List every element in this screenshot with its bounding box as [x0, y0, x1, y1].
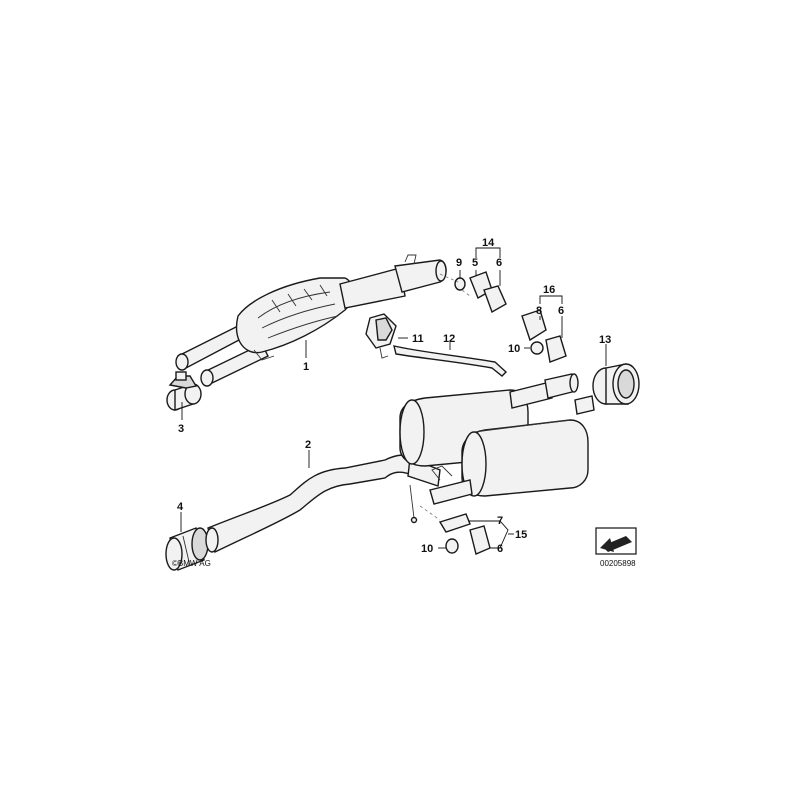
vacuum-unit — [365, 313, 397, 359]
callout-5: 5 — [472, 257, 478, 269]
tailpipe-trim — [592, 363, 640, 405]
hanger-assembly-14 — [439, 271, 507, 314]
callout-6-upper: 6 — [496, 257, 502, 269]
orientation-arrow-box — [595, 527, 637, 555]
hanger-assembly-16 — [521, 309, 567, 363]
callout-11: 11 — [412, 333, 424, 345]
callout-7: 7 — [497, 515, 503, 527]
callout-3: 3 — [178, 423, 184, 435]
rear-silencer — [399, 373, 595, 524]
exhaust-clamp — [166, 371, 202, 411]
copyright-label: ©BMW AG — [172, 559, 211, 568]
callout-6-middle: 6 — [558, 305, 564, 317]
callout-6-lower: 6 — [497, 543, 503, 555]
callout-2: 2 — [305, 439, 311, 451]
callout-1: 1 — [303, 361, 309, 373]
callout-15: 15 — [515, 529, 527, 541]
callout-16: 16 — [543, 284, 555, 296]
callout-8: 8 — [536, 305, 542, 317]
leader-lines — [180, 247, 607, 549]
image-number: 00205898 — [600, 559, 636, 568]
catalytic-converter-front-pipe — [175, 254, 447, 387]
callout-10-lower: 10 — [421, 543, 433, 555]
vacuum-hose — [393, 345, 508, 377]
callout-4: 4 — [177, 501, 184, 513]
callout-12: 12 — [443, 333, 455, 345]
callout-13: 13 — [599, 334, 611, 346]
callout-10-upper: 10 — [508, 343, 520, 355]
callout-labels: 1 2 3 4 9 5 6 14 16 8 6 10 11 12 13 7 15… — [177, 237, 611, 555]
intermediate-pipe — [205, 454, 441, 553]
callout-14: 14 — [482, 237, 495, 249]
callout-9: 9 — [456, 257, 462, 269]
